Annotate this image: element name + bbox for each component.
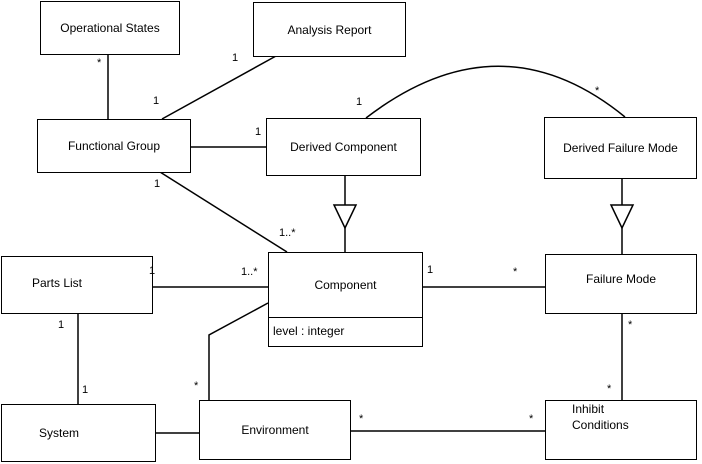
class-name-line: Conditions (572, 418, 629, 432)
multiplicity-label: * (529, 413, 534, 425)
assoc-dc-dfm-arc (365, 65, 626, 119)
class-parts-list[interactable]: Parts List (1, 256, 153, 314)
class-name: Inhibit Conditions (572, 401, 629, 433)
multiplicity-label: 1 (58, 319, 65, 331)
generalization-arrow-dc (332, 204, 358, 230)
class-name: Functional Group (67, 139, 161, 153)
multiplicity-label: 1 (82, 384, 89, 396)
class-name-compartment: Component (269, 253, 422, 318)
attribute-compartment: level : integer (269, 318, 422, 346)
class-failure-mode[interactable]: Failure Mode (545, 254, 697, 314)
class-system[interactable]: System (1, 404, 156, 462)
class-functional-group[interactable]: Functional Group (37, 119, 191, 173)
class-name: Environment (241, 423, 309, 437)
class-analysis-report[interactable]: Analysis Report (253, 2, 406, 57)
class-name: Derived Failure Mode (563, 141, 678, 155)
multiplicity-label: 1 (255, 126, 262, 138)
multiplicity-label: * (359, 413, 364, 425)
assoc-analysis-fg (161, 55, 277, 120)
class-derived-component[interactable]: Derived Component (266, 118, 421, 176)
class-name-line: Inhibit (572, 402, 605, 416)
multiplicity-label: * (194, 380, 199, 392)
assoc-fg-component (159, 171, 288, 253)
multiplicity-label: * (595, 85, 600, 97)
class-name: Operational States (60, 21, 160, 35)
multiplicity-label: 1 (149, 265, 156, 277)
class-component[interactable]: Component level : integer (268, 252, 423, 347)
multiplicity-label: 1 (153, 95, 160, 107)
class-operational-states[interactable]: Operational States (40, 1, 180, 55)
multiplicity-label: 1..* (279, 227, 296, 239)
class-name: System (39, 426, 80, 440)
class-inhibit-conditions[interactable]: Inhibit Conditions (545, 400, 697, 460)
class-name: Failure Mode (585, 272, 657, 286)
assoc-component-env (208, 302, 269, 400)
class-derived-failure-mode[interactable]: Derived Failure Mode (544, 117, 697, 179)
generalization-arrow-dfm (609, 204, 635, 230)
multiplicity-label: * (97, 57, 102, 69)
class-name: Analysis Report (287, 22, 372, 37)
class-name: Parts List (32, 276, 83, 290)
multiplicity-label: 1 (356, 96, 363, 108)
attribute-level: level : integer (273, 324, 345, 338)
multiplicity-label: * (628, 319, 633, 331)
class-name: Component (314, 278, 377, 292)
class-environment[interactable]: Environment (199, 400, 351, 460)
multiplicity-label: 1 (232, 52, 239, 64)
class-name: Derived Component (290, 140, 397, 154)
multiplicity-label: * (513, 266, 518, 278)
multiplicity-label: * (607, 383, 612, 395)
multiplicity-label: 1 (154, 178, 161, 190)
multiplicity-label: 1 (427, 264, 434, 276)
multiplicity-label: 1..* (241, 266, 258, 278)
